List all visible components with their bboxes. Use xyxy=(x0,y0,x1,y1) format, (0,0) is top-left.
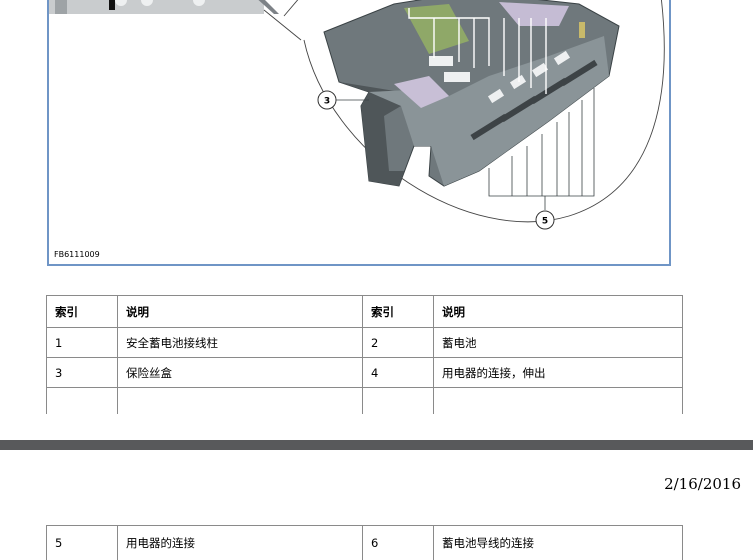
svg-text:3: 3 xyxy=(324,97,330,107)
callout-3: 3 xyxy=(317,90,337,110)
index-cell xyxy=(362,387,434,414)
figure-code: FB6111009 xyxy=(54,250,100,259)
detail-circle xyxy=(283,0,665,223)
index-cell: 5 xyxy=(46,525,118,560)
index-cell: 1 xyxy=(46,327,118,358)
legend-header-row: 索引 说明 索引 说明 xyxy=(46,295,683,328)
fuse-box-illustration: 3 5 xyxy=(49,0,665,230)
header-description: 说明 xyxy=(433,295,683,328)
description-cell: 保险丝盒 xyxy=(117,357,363,388)
index-cell: 2 xyxy=(362,327,434,358)
header-index: 索引 xyxy=(46,295,118,328)
background-photo-fragment xyxy=(49,0,279,14)
description-cell xyxy=(117,387,363,414)
description-cell: 用电器的连接，伸出 xyxy=(433,357,683,388)
legend-table: 索引 说明 索引 说明 1 安全蓄电池接线柱 2 蓄电池 3 保险丝盒 4 用电… xyxy=(46,295,683,414)
page-break-bar xyxy=(0,440,753,450)
callout-leaders xyxy=(335,88,595,210)
index-cell: 3 xyxy=(46,357,118,388)
leader-lines xyxy=(408,8,547,94)
description-cell: 安全蓄电池接线柱 xyxy=(117,327,363,358)
table-row: 3 保险丝盒 4 用电器的连接，伸出 xyxy=(46,357,683,388)
description-cell xyxy=(433,387,683,414)
header-index: 索引 xyxy=(362,295,434,328)
index-cell: 6 xyxy=(362,525,434,560)
description-cell: 蓄电池 xyxy=(433,327,683,358)
header-description: 说明 xyxy=(117,295,363,328)
table-row: 1 安全蓄电池接线柱 2 蓄电池 xyxy=(46,327,683,358)
table-row xyxy=(46,387,683,414)
technical-figure: 3 5 FB6111009 xyxy=(47,0,671,266)
index-cell: 4 xyxy=(362,357,434,388)
legend-table-continued: 5 用电器的连接 6 蓄电池导线的连接 xyxy=(46,525,683,560)
page-date: 2/16/2016 xyxy=(664,475,741,493)
description-cell: 蓄电池导线的连接 xyxy=(433,525,683,560)
fuse-box-body xyxy=(323,0,620,187)
callout-5: 5 xyxy=(535,210,555,230)
svg-text:5: 5 xyxy=(542,217,548,227)
description-cell: 用电器的连接 xyxy=(117,525,363,560)
table-row: 5 用电器的连接 6 蓄电池导线的连接 xyxy=(46,525,683,560)
index-cell xyxy=(46,387,118,414)
